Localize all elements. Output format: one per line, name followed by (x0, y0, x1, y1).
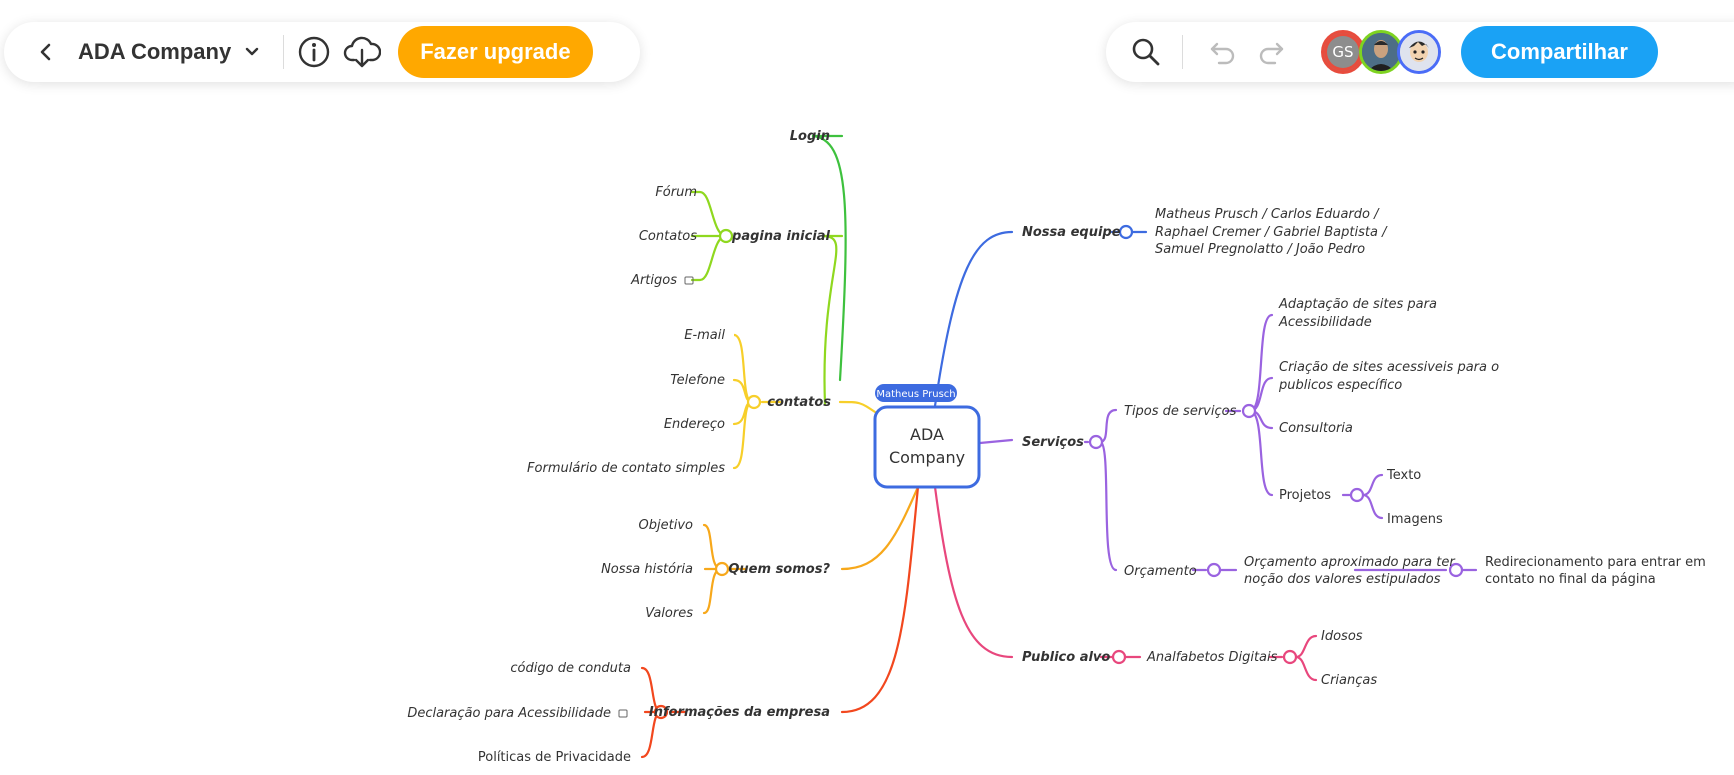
note-icon[interactable] (684, 276, 694, 285)
sub-informacoes (640, 666, 687, 759)
node-valores[interactable]: Valores (645, 606, 693, 621)
branch-nossa-equipe (933, 230, 1014, 408)
editor-badge (875, 384, 957, 402)
node-telefone[interactable]: Telefone (670, 373, 725, 388)
node-connector[interactable] (1111, 649, 1127, 665)
back-icon[interactable] (26, 32, 66, 72)
node-servicos[interactable]: Serviços (1022, 435, 1084, 450)
node-informacoes[interactable]: Informações da empresa (649, 705, 830, 720)
node-adaptacao-2[interactable]: Acessibilidade (1278, 315, 1372, 330)
node-pagina-inicial[interactable]: pagina inicial (731, 229, 830, 244)
node-criancas[interactable]: Crianças (1321, 673, 1377, 688)
node-redirecionamento-2[interactable]: contato no final da página (1485, 572, 1656, 587)
chevron-down-icon (245, 47, 259, 57)
toolbar-divider (1182, 35, 1183, 69)
toolbar-divider (283, 35, 285, 69)
center-node[interactable] (873, 405, 981, 489)
node-artigos[interactable]: Artigos (630, 273, 677, 288)
node-codigo-conduta[interactable]: código de conduta (510, 661, 631, 676)
node-connector[interactable] (746, 394, 762, 410)
node-endereco[interactable]: Endereço (664, 417, 725, 432)
avatar-initials: GS (1332, 43, 1354, 61)
center-node-line1: ADA (910, 425, 944, 444)
node-connector[interactable] (1088, 434, 1104, 450)
node-nossa-historia[interactable]: Nossa história (601, 562, 693, 577)
node-connector[interactable] (1282, 649, 1298, 665)
node-connector[interactable] (653, 704, 669, 720)
node-contatos[interactable]: contatos (767, 395, 831, 410)
node-projetos[interactable]: Projetos (1279, 488, 1331, 503)
center-node-line2: Company (889, 448, 965, 467)
node-forum[interactable]: Fórum (655, 185, 697, 200)
node-criacao-1[interactable]: Criação de sites acessiveis para o (1279, 360, 1499, 375)
node-politicas[interactable]: Políticas de Privacidade (478, 750, 631, 765)
node-equipe-line3[interactable]: Samuel Pregnolatto / João Pedro (1155, 242, 1365, 257)
node-connector[interactable] (718, 228, 734, 244)
node-idosos[interactable]: Idosos (1321, 629, 1363, 644)
collaborator-avatars: GS (1321, 30, 1441, 74)
avatar[interactable] (1359, 30, 1403, 74)
document-title-dropdown[interactable]: ADA Company (66, 39, 259, 65)
undo-icon[interactable] (1203, 32, 1243, 72)
top-left-toolbar: ADA Company Fazer upgrade (4, 22, 640, 82)
node-imagens[interactable]: Imagens (1387, 512, 1443, 527)
node-quem-somos[interactable]: Quem somos? (728, 562, 830, 577)
branch-publico-alvo (933, 485, 1014, 659)
upgrade-button[interactable]: Fazer upgrade (398, 26, 593, 78)
search-icon[interactable] (1126, 32, 1166, 72)
node-connector[interactable] (1118, 224, 1134, 240)
avatar[interactable] (1397, 30, 1441, 74)
node-tipos-servicos[interactable]: Tipos de serviços (1124, 404, 1237, 419)
node-contatos-child[interactable]: Contatos (639, 229, 697, 244)
node-redirecionamento-1[interactable]: Redirecionamento para entrar em (1485, 555, 1706, 570)
node-adaptacao-1[interactable]: Adaptação de sites para (1278, 297, 1437, 312)
redo-icon[interactable] (1251, 32, 1291, 72)
node-connector[interactable] (1448, 562, 1464, 578)
branch-servicos (978, 438, 1014, 445)
node-orcamento-child-1[interactable]: Orçamento aproximado para ter (1244, 555, 1456, 570)
branch-informacoes (840, 485, 920, 714)
branch-login (811, 134, 847, 382)
editor-badge-label: Matheus Prusch (876, 389, 955, 400)
node-consultoria[interactable]: Consultoria (1279, 421, 1353, 436)
node-connector[interactable] (1206, 562, 1222, 578)
sub-publico-alvo (1099, 634, 1318, 682)
sub-servicos (1083, 313, 1478, 572)
node-connector[interactable] (1241, 403, 1257, 419)
info-icon[interactable] (294, 32, 334, 72)
cloud-download-icon[interactable] (342, 32, 382, 72)
node-nossa-equipe[interactable]: Nossa equipe (1022, 225, 1121, 240)
top-right-toolbar: GS Compartilhar (1106, 22, 1734, 82)
branch-quem-somos (840, 485, 920, 571)
branch-pagina-inicial (821, 234, 844, 406)
node-publico-alvo[interactable]: Publico alvo (1022, 650, 1110, 665)
node-orcamento[interactable]: Orçamento (1124, 564, 1197, 579)
sub-contatos (732, 333, 782, 470)
node-formulario[interactable]: Formulário de contato simples (527, 461, 725, 476)
node-analfabetos[interactable]: Analfabetos Digitais (1146, 650, 1278, 665)
node-connector[interactable] (714, 561, 730, 577)
node-equipe-line1[interactable]: Matheus Prusch / Carlos Eduardo / (1155, 207, 1380, 222)
share-button[interactable]: Compartilhar (1461, 26, 1658, 78)
avatar[interactable]: GS (1321, 30, 1365, 74)
node-declaracao[interactable]: Declaração para Acessibilidade (407, 706, 611, 721)
node-email[interactable]: E-mail (684, 328, 725, 343)
note-icon[interactable] (618, 709, 628, 718)
node-objetivo[interactable]: Objetivo (639, 518, 693, 533)
node-texto[interactable]: Texto (1386, 468, 1421, 483)
node-equipe-line2[interactable]: Raphael Cremer / Gabriel Baptista / (1155, 225, 1388, 240)
sub-pagina-inicial (690, 190, 728, 282)
node-criacao-2[interactable]: publicos específico (1278, 378, 1402, 393)
branch-contatos (838, 400, 877, 414)
document-title: ADA Company (78, 39, 232, 64)
node-orcamento-child-2[interactable]: noção dos valores estipulados (1244, 572, 1441, 587)
sub-quem-somos (702, 523, 747, 615)
node-connector[interactable] (1349, 487, 1365, 503)
node-login[interactable]: Login (790, 129, 830, 144)
